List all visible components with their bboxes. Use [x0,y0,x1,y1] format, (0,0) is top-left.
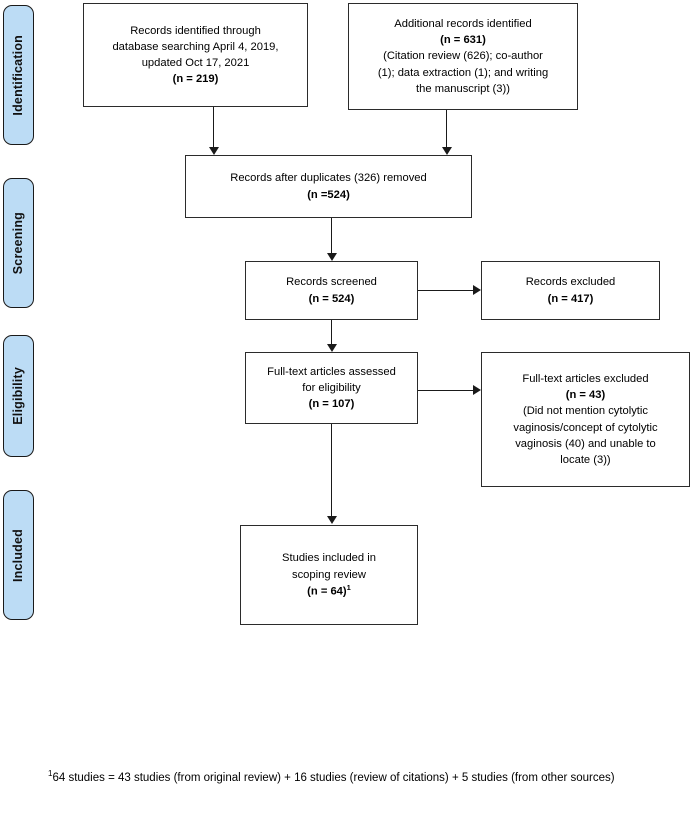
records-screened-count: (n = 524) [308,292,355,305]
fulltext-excluded-detail-4: locate (3)) [560,453,611,466]
fulltext-assessed-count: (n = 107) [308,398,355,411]
fulltext-excluded-detail-1: (Did not mention cytolytic [523,405,648,418]
records-identified-line-3: updated Oct 17, 2021 [141,57,250,69]
after-duplicates-line-1: Records after duplicates (326) removed [230,172,427,185]
fulltext-excluded-count: (n = 43) [565,389,606,402]
records-identified-count: (n = 219) [172,73,219,86]
arrow-additional-to-duplicates [442,147,452,155]
records-screened-line-1: Records screened [286,276,377,289]
phase-label-identification: Identification [11,34,26,116]
connector-fulltext-to-excluded [418,390,473,391]
connector-duplicates-to-screened [331,218,332,253]
studies-included-count-superscript: 1 [346,582,351,592]
fulltext-assessed-line-1: Full-text articles assessed [267,365,396,378]
phase-label-included: Included [11,528,26,582]
phase-tab-included: Included [3,490,34,620]
footnote-text: 64 studies = 43 studies (from original r… [52,771,615,784]
records-identified-line-1: Records identified through [130,24,261,37]
additional-records-detail-2: (1); data extraction (1); and writing [377,66,549,79]
fulltext-excluded-line-1: Full-text articles excluded [522,372,649,385]
fulltext-excluded-detail-2: vaginosis/concept of cytolytic [513,421,658,434]
additional-records-line-1: Additional records identified [394,17,532,30]
connector-screened-to-excluded [418,290,473,291]
box-records-screened: Records screened (n = 524) [245,261,418,320]
box-records-excluded: Records excluded (n = 417) [481,261,660,320]
fulltext-excluded-detail-3: vaginosis (40) and unable to [515,437,656,450]
footnote-marker: 1 [48,769,53,778]
studies-included-count: (n = 64) [307,585,347,598]
studies-included-line-1: Studies included in [282,552,376,565]
arrow-fulltext-to-excluded [473,385,481,395]
additional-records-detail-1: (Citation review (626); co-author [383,50,543,63]
box-studies-included: Studies included in scoping review (n = … [240,525,418,625]
studies-included-line-2: scoping review [291,568,366,581]
additional-records-detail-3: the manuscript (3)) [416,82,510,95]
connector-screened-to-fulltext [331,320,332,344]
box-after-duplicates: Records after duplicates (326) removed (… [185,155,472,218]
footnote: 164 studies = 43 studies (from original … [48,768,663,787]
fulltext-assessed-line-2: for eligibility [302,381,361,394]
additional-records-count: (n = 631) [440,34,486,47]
phase-label-screening: Screening [11,211,26,275]
phase-tab-screening: Screening [3,178,34,308]
box-fulltext-excluded: Full-text articles excluded (n = 43) (Di… [481,352,690,487]
box-records-identified: Records identified through database sear… [83,3,308,107]
arrow-identified-to-duplicates [209,147,219,155]
arrow-screened-to-excluded [473,285,481,295]
connector-identified-to-duplicates [213,107,214,147]
phase-label-eligibility: Eligibility [11,367,26,425]
after-duplicates-count: (n =524) [307,188,350,201]
arrow-screened-to-fulltext [327,344,337,352]
arrow-fulltext-to-included [327,516,337,524]
records-excluded-count: (n = 417) [547,292,594,305]
phase-tab-identification: Identification [3,5,34,145]
connector-additional-to-duplicates [446,110,447,147]
phase-tab-eligibility: Eligibility [3,335,34,457]
arrow-duplicates-to-screened [327,253,337,261]
connector-fulltext-to-included [331,424,332,516]
box-additional-records: Additional records identified (n = 631) … [348,3,578,110]
records-identified-line-2: database searching April 4, 2019, [112,40,279,53]
box-fulltext-assessed: Full-text articles assessed for eligibil… [245,352,418,424]
records-excluded-line-1: Records excluded [525,276,616,289]
